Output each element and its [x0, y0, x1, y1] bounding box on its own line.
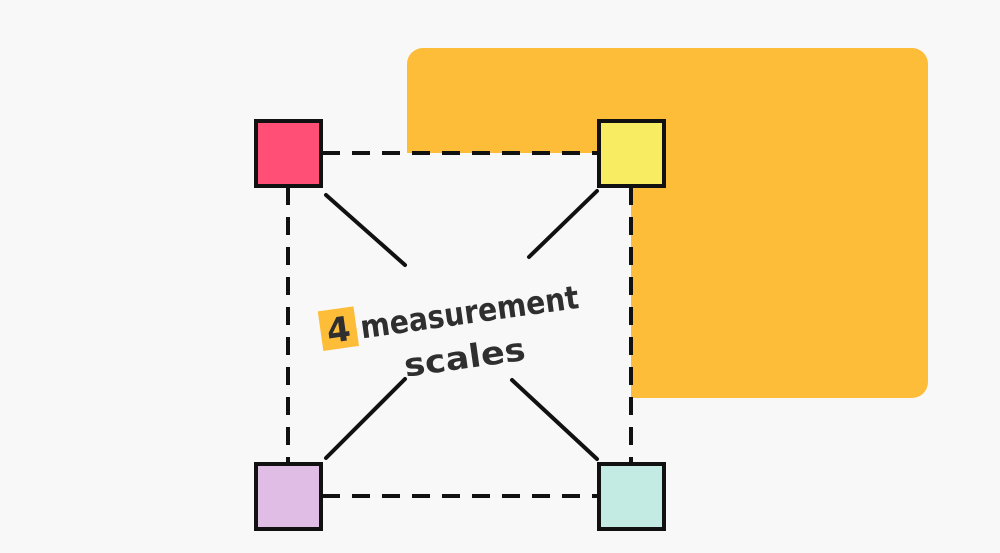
corner-square-top-left [254, 119, 323, 188]
corner-square-top-right [597, 119, 666, 188]
number-highlight [317, 306, 360, 351]
connector-bottom-right [510, 378, 599, 461]
connector-bottom-left [324, 377, 407, 460]
corner-square-bottom-right [597, 462, 666, 531]
dashed-square [286, 151, 633, 498]
diagonal-connectors [324, 189, 599, 461]
label-number: 4 [324, 309, 353, 352]
connector-top-left [324, 193, 407, 267]
corner-square-bottom-left [254, 462, 323, 531]
connector-top-right [527, 189, 599, 259]
